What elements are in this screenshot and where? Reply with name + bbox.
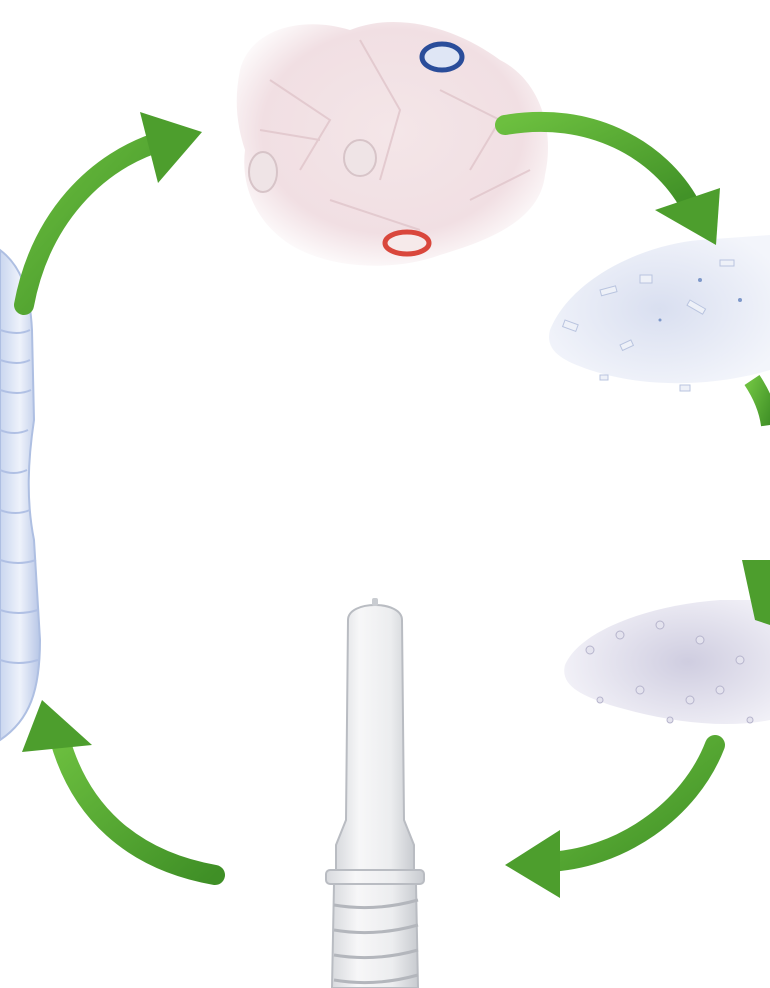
crushed-bottles-icon xyxy=(236,21,548,266)
arrow-preform-to-bottle xyxy=(22,700,225,885)
arrow-flakes-to-pellets xyxy=(742,560,770,625)
arrow-flakes-partial xyxy=(744,375,770,427)
plastic-bottle-icon xyxy=(0,248,42,742)
arrow-bottle-to-crushed xyxy=(14,112,202,315)
arrow-pellets-to-preform xyxy=(505,735,725,898)
arrow-crushed-to-flakes xyxy=(495,111,720,245)
plastic-flakes-icon xyxy=(549,235,770,392)
plastic-pellets-icon xyxy=(564,600,770,725)
bottle-preform-icon xyxy=(325,598,425,988)
